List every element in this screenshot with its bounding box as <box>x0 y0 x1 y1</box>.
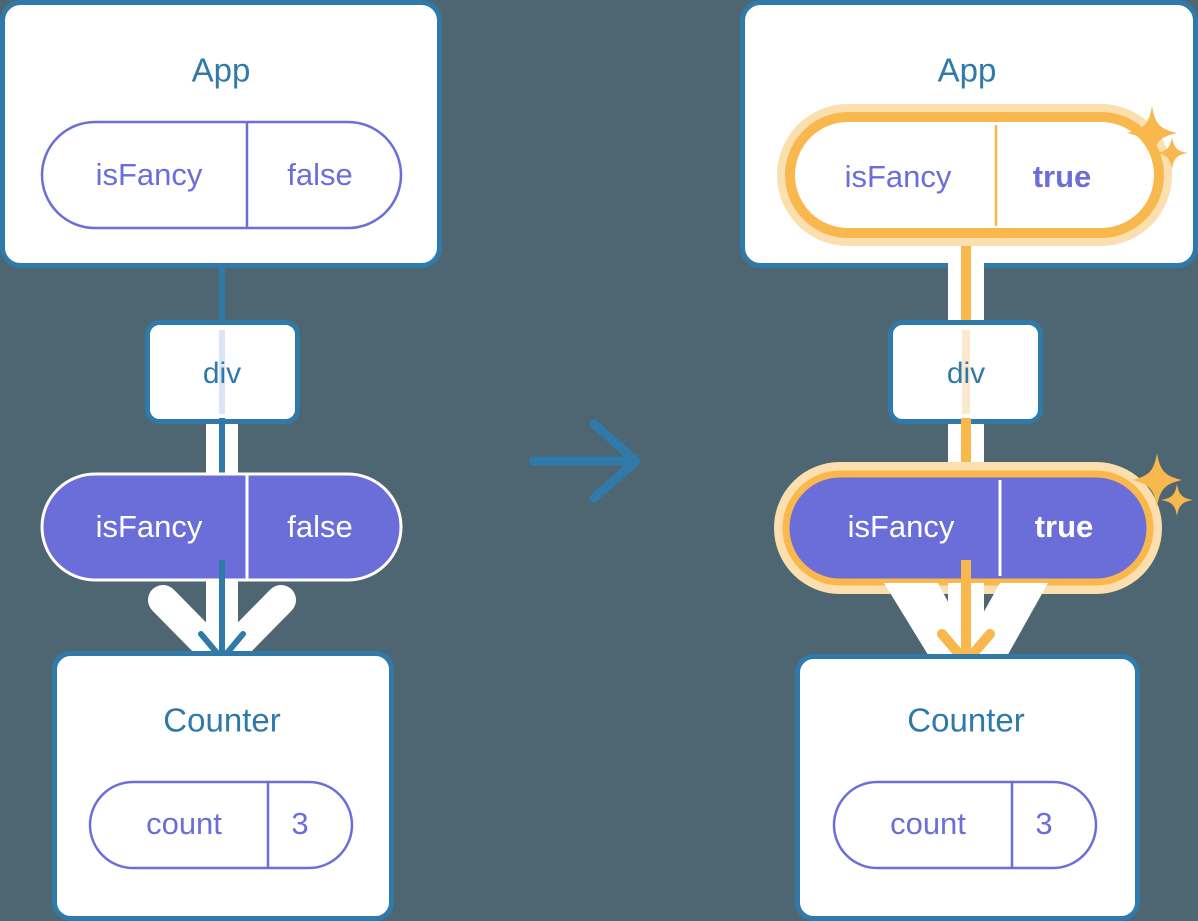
left-props-pill: isFancy false <box>40 472 403 582</box>
left-counter-box: Counter count 3 <box>52 651 394 921</box>
left-div-label: div <box>203 357 241 390</box>
right-props-value: true <box>1035 509 1094 544</box>
sparkle-small-icon <box>1161 484 1193 516</box>
right-counter-state-pill: count 3 <box>832 780 1098 870</box>
right-div-box: div <box>888 320 1043 424</box>
left-counter-state-key: count <box>146 806 222 841</box>
left-app-box: App isFancy false <box>0 0 442 268</box>
left-props-value: false <box>287 509 352 544</box>
left-app-state-pill: isFancy false <box>40 120 403 230</box>
left-div-box: div <box>145 320 300 424</box>
right-counter-box: Counter count 3 <box>795 654 1140 921</box>
right-props-sparkles <box>1132 453 1193 516</box>
left-diagram: App isFancy false div isFancy false <box>0 0 442 921</box>
left-app-state-key: isFancy <box>96 157 203 192</box>
right-app-state-pill: isFancy true <box>777 104 1172 246</box>
right-app-state-key: isFancy <box>845 159 952 194</box>
right-app-state-highlight-ring <box>785 112 1164 238</box>
left-props-key: isFancy <box>96 509 203 544</box>
right-div-label: div <box>947 357 985 390</box>
right-app-title: App <box>938 52 997 89</box>
transition-arrow <box>528 419 641 503</box>
sparkle-large-icon <box>1132 453 1182 507</box>
sparkle-large-icon <box>1127 106 1177 160</box>
left-app-title: App <box>192 52 251 89</box>
right-counter-state-key: count <box>890 806 966 841</box>
right-counter-title: Counter <box>907 702 1024 739</box>
right-props-pill: isFancy true <box>774 462 1162 594</box>
left-counter-title: Counter <box>163 702 280 739</box>
arrow-right-icon-head <box>589 419 641 503</box>
right-counter-state-value: 3 <box>1035 806 1052 841</box>
right-app-state-value: true <box>1033 159 1092 194</box>
right-app-sparkles <box>1127 106 1188 169</box>
left-app-state-value: false <box>287 157 352 192</box>
left-counter-state-pill: count 3 <box>88 780 354 870</box>
right-diagram: App isFancy true div <box>740 0 1198 921</box>
left-counter-state-value: 3 <box>291 806 308 841</box>
right-props-key: isFancy <box>848 509 955 544</box>
sparkle-small-icon <box>1156 137 1188 169</box>
